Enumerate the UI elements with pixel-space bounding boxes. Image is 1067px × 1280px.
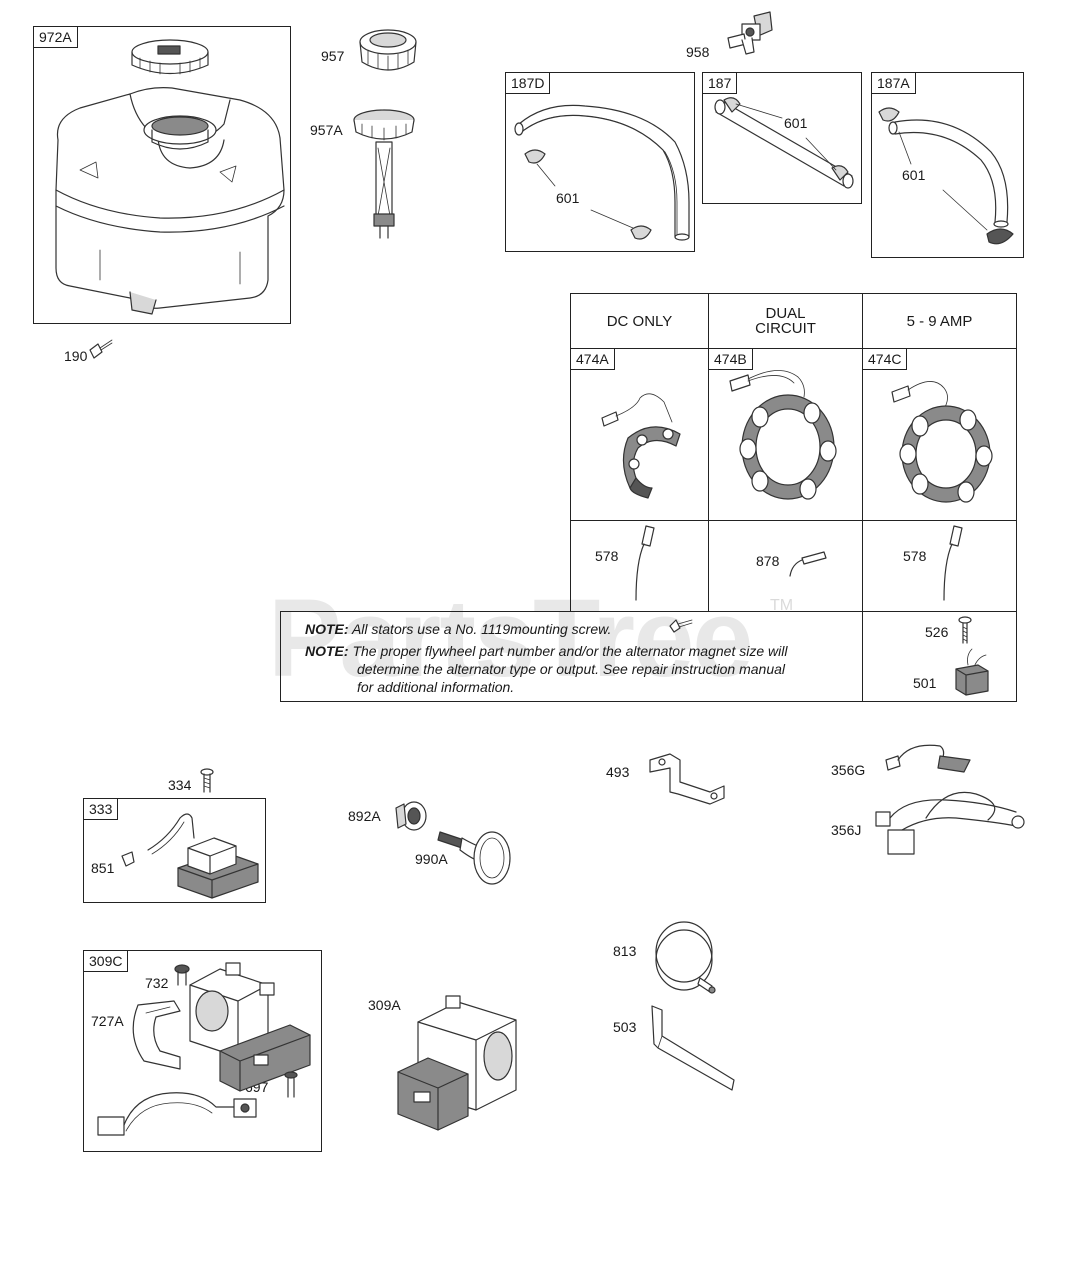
note-2-line2: determine the alternator type or output.… bbox=[357, 661, 786, 677]
choke-knob-990A[interactable] bbox=[436, 818, 516, 888]
note-box bbox=[280, 611, 863, 702]
note-2-line3: for additional information. bbox=[357, 679, 515, 695]
callout-578-right: 578 bbox=[903, 548, 927, 564]
callout-474A: 474A bbox=[571, 349, 615, 370]
callout-187D: 187D bbox=[506, 73, 551, 94]
header-dc-only-text: DC ONLY bbox=[606, 312, 673, 330]
screw-190[interactable] bbox=[88, 338, 114, 360]
callout-727A: 727A bbox=[91, 1013, 124, 1029]
cell-878[interactable] bbox=[708, 520, 863, 612]
callout-356G: 356G bbox=[831, 762, 866, 778]
note-1-label: NOTE: bbox=[305, 621, 349, 637]
clamp-813[interactable] bbox=[650, 916, 720, 996]
fuel-line-187D[interactable] bbox=[505, 72, 695, 252]
fuel-cap-gauge-957A[interactable] bbox=[350, 106, 420, 242]
header-dual-circuit: DUAL CIRCUIT bbox=[708, 293, 863, 349]
callout-334: 334 bbox=[168, 777, 192, 793]
callout-851: 851 bbox=[91, 860, 115, 876]
stator-474B[interactable] bbox=[720, 355, 840, 505]
harness-356J[interactable] bbox=[866, 778, 1032, 858]
note-1-text: All stators use a No. 1119mounting screw… bbox=[351, 621, 612, 637]
callout-813: 813 bbox=[613, 943, 637, 959]
stator-474C[interactable] bbox=[882, 368, 1002, 508]
callout-601-187A: 601 bbox=[902, 167, 926, 183]
rectifier-501[interactable] bbox=[950, 645, 994, 699]
callout-501: 501 bbox=[913, 675, 937, 691]
callout-957: 957 bbox=[321, 48, 345, 64]
callout-601-187: 601 bbox=[784, 115, 808, 131]
callout-878: 878 bbox=[756, 553, 780, 569]
fuel-cap-957[interactable] bbox=[358, 26, 418, 84]
callout-356J: 356J bbox=[831, 822, 862, 838]
box-187A[interactable]: 187A bbox=[871, 72, 1024, 258]
callout-990A: 990A bbox=[415, 851, 448, 867]
callout-526: 526 bbox=[925, 624, 949, 640]
header-5-9-amp-text: 5 - 9 AMP bbox=[906, 312, 973, 330]
box-309C[interactable]: 309C bbox=[83, 950, 322, 1152]
callout-578-left: 578 bbox=[595, 548, 619, 564]
wire-578-left[interactable] bbox=[628, 522, 658, 602]
bracket-493[interactable] bbox=[640, 752, 730, 812]
note-2-label: NOTE: bbox=[305, 643, 349, 659]
box-972A[interactable]: 972A bbox=[33, 26, 291, 324]
callout-187: 187 bbox=[703, 73, 738, 94]
header-dual-line2: CIRCUIT bbox=[755, 320, 816, 337]
callout-493: 493 bbox=[606, 764, 630, 780]
screw-334[interactable] bbox=[200, 768, 214, 794]
alternator-table: DC ONLY DUAL CIRCUIT 5 - 9 AMP 474A 474B… bbox=[570, 293, 1017, 702]
mounting-screw-icon bbox=[669, 619, 693, 633]
callout-892A: 892A bbox=[348, 808, 381, 824]
fuel-line-187[interactable] bbox=[702, 72, 862, 204]
callout-309A: 309A bbox=[368, 997, 401, 1013]
ignition-armature-333[interactable] bbox=[118, 808, 264, 899]
switch-892A[interactable] bbox=[390, 798, 430, 832]
callout-503: 503 bbox=[613, 1019, 637, 1035]
callout-958: 958 bbox=[686, 44, 710, 60]
starter-motor-309A[interactable] bbox=[388, 992, 528, 1132]
callout-972A: 972A bbox=[34, 27, 78, 48]
callout-333: 333 bbox=[84, 799, 119, 820]
box-187D[interactable]: 187D bbox=[505, 72, 695, 252]
fuel-line-187A[interactable] bbox=[871, 72, 1024, 258]
callout-474B: 474B bbox=[709, 349, 753, 370]
watermark: PartsTree bbox=[268, 577, 753, 700]
callout-309C: 309C bbox=[84, 951, 129, 972]
header-dc-only: DC ONLY bbox=[570, 293, 709, 349]
bracket-503[interactable] bbox=[648, 1004, 740, 1096]
callout-601-187D: 601 bbox=[556, 190, 580, 206]
box-333[interactable]: 333 bbox=[83, 798, 266, 903]
header-5-9-amp: 5 - 9 AMP bbox=[862, 293, 1017, 349]
stator-474A[interactable] bbox=[592, 378, 692, 508]
fuel-tank-illustration[interactable] bbox=[40, 30, 290, 322]
note-2-line1: The proper flywheel part number and/or t… bbox=[352, 643, 788, 659]
harness-356G[interactable] bbox=[880, 738, 980, 778]
screw-526[interactable] bbox=[958, 615, 972, 645]
watermark-trademark: TM bbox=[770, 597, 794, 614]
callout-732: 732 bbox=[145, 975, 169, 991]
note-2: NOTE: The proper flywheel part number an… bbox=[305, 643, 787, 660]
starter-motor-309C[interactable] bbox=[90, 955, 320, 1147]
callout-190: 190 bbox=[64, 348, 88, 364]
note-1: NOTE: All stators use a No. 1119mounting… bbox=[305, 621, 611, 638]
wire-878[interactable] bbox=[788, 550, 828, 580]
callout-474C: 474C bbox=[863, 349, 908, 370]
box-187[interactable]: 187 bbox=[702, 72, 862, 204]
header-dual-line1: DUAL bbox=[765, 305, 806, 322]
callout-187A: 187A bbox=[872, 73, 916, 94]
wire-578-right[interactable] bbox=[936, 522, 966, 602]
callout-957A: 957A bbox=[310, 122, 343, 138]
shutoff-valve-958[interactable] bbox=[722, 10, 776, 58]
